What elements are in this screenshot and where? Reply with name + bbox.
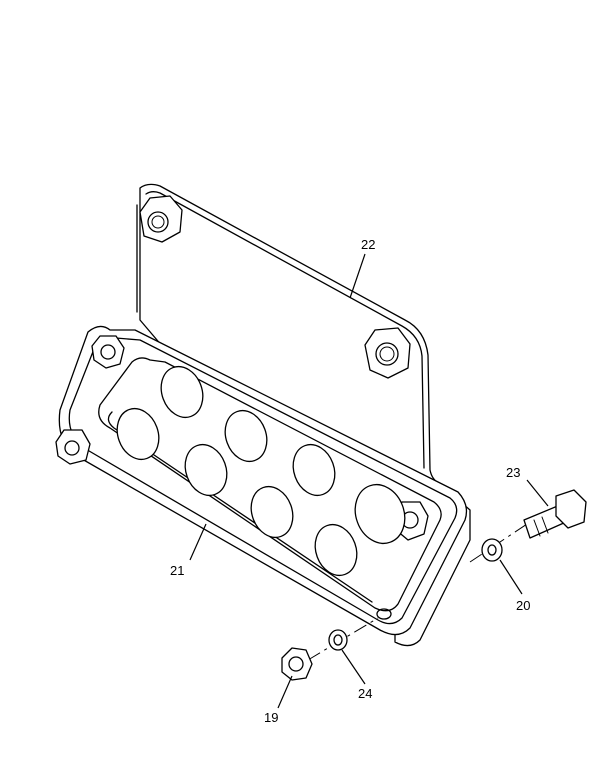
- callout-19: 19: [264, 710, 278, 725]
- flat-washer-icon: [481, 538, 503, 562]
- callout-21: 21: [170, 563, 184, 578]
- lock-washer-icon: [328, 629, 348, 651]
- centerline-bolt: [469, 521, 531, 563]
- callout-20: 20: [516, 598, 530, 613]
- mounting-hole: [376, 608, 392, 620]
- leader-23: [526, 479, 549, 507]
- leader-22: [349, 253, 366, 299]
- leader-24: [341, 649, 366, 685]
- hex-nut-icon: [91, 335, 125, 369]
- leader-20: [499, 559, 523, 595]
- callout-22: 22: [361, 237, 375, 252]
- hex-nut-icon: [55, 429, 91, 465]
- callout-24: 24: [358, 686, 372, 701]
- connector-openings: [116, 365, 406, 577]
- leader-21: [189, 523, 207, 561]
- leader-19: [277, 675, 293, 709]
- hex-nut-icon: [364, 327, 411, 379]
- hex-bolt-icon: [523, 489, 587, 539]
- hex-nut-icon: [139, 195, 183, 243]
- hex-nut-icon: [281, 647, 313, 681]
- callout-23: 23: [506, 465, 520, 480]
